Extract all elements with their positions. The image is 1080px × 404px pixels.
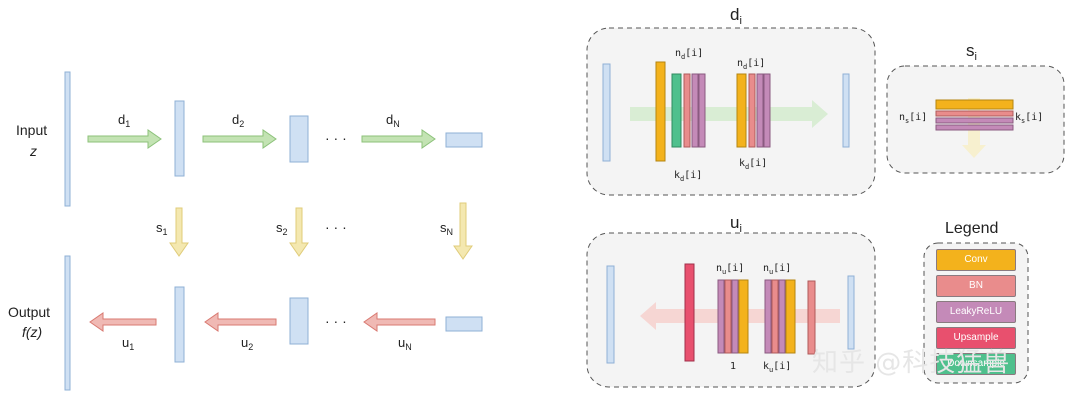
legend-item-conv: Conv	[936, 249, 1016, 271]
up-tensor-1	[174, 286, 185, 363]
legend-title: Legend	[945, 220, 998, 237]
down-tensor-N	[445, 132, 483, 148]
legend-item-upsample: Upsample	[936, 327, 1016, 349]
d-block-bn-2	[748, 73, 756, 148]
u-block-conv-1	[724, 279, 732, 354]
u-block-out-tensor	[606, 265, 615, 364]
d-block-conv-1	[655, 61, 666, 162]
s-block-title: si	[966, 41, 977, 63]
down-tensor-2	[289, 115, 309, 163]
u-block-bn-1	[717, 279, 725, 354]
u-block-upsample	[684, 263, 695, 362]
s-block-conv	[935, 99, 1014, 110]
u-block-conv-1b	[738, 279, 749, 354]
down-tensor-1	[174, 100, 185, 177]
input-label: Input	[16, 122, 47, 138]
s-block-relu	[935, 117, 1014, 124]
input-var: z	[29, 143, 37, 159]
u-block-bn-2	[764, 279, 772, 354]
up-tensor-N	[445, 316, 483, 332]
u-arrow-2	[204, 312, 277, 332]
ellipsis-d: · · ·	[325, 130, 347, 146]
u-block-n-label-2: nu[i]	[763, 263, 791, 276]
u-block-bottom-1: 1	[730, 361, 736, 372]
s-block-n-label: ns[i]	[899, 112, 927, 125]
s-arrow-1	[169, 207, 189, 257]
s-label-2: s2	[276, 220, 288, 237]
legend-item-downsample: Downsample	[936, 353, 1016, 375]
d-block-relu-1b	[698, 73, 706, 148]
ellipsis-u: · · ·	[325, 313, 347, 329]
legend-items: Conv BN LeakyReLU Upsample Downsample	[936, 249, 1016, 379]
s-block-bn	[935, 110, 1014, 117]
u-block-relu-2b	[778, 279, 786, 354]
u-label-1: u1	[122, 335, 134, 352]
s-block-k-label: ks[i]	[1015, 112, 1043, 125]
legend-item-leakyrelu: LeakyReLU	[936, 301, 1016, 323]
output-tensor	[64, 255, 71, 391]
s-block-relu-b	[935, 124, 1014, 131]
d-block-out-tensor	[842, 73, 850, 148]
u-block-n-label-1: nu[i]	[716, 263, 744, 276]
d-label-2: d2	[232, 112, 244, 129]
d-block-conv-2	[736, 73, 747, 148]
u-block-title: ui	[730, 213, 742, 235]
d-block-k-label-2: kd[i]	[739, 158, 767, 171]
d-block-n-label-2: nd[i]	[737, 58, 765, 71]
u-block-relu-1	[731, 279, 739, 354]
u-block-in-tensor	[847, 275, 855, 350]
u-block-conv-2	[785, 279, 796, 354]
u-label-N: uN	[398, 335, 412, 352]
u-label-2: u2	[241, 335, 253, 352]
u-arrow-1	[89, 312, 157, 332]
d-block-in-tensor	[602, 63, 611, 162]
d-block-n-label-1: nd[i]	[675, 48, 703, 61]
s-label-1: s1	[156, 220, 168, 237]
u-block-k-label: ku[i]	[763, 361, 791, 374]
u-block-relu-2	[771, 279, 779, 354]
u-arrow-N	[363, 312, 436, 332]
d-arrow-1	[87, 129, 162, 149]
s-arrow-N	[453, 202, 473, 260]
d-arrow-N	[361, 129, 436, 149]
d-block-relu-2	[756, 73, 764, 148]
d-label-1: d1	[118, 112, 130, 129]
d-arrow-2	[202, 129, 277, 149]
s-label-N: sN	[440, 220, 453, 237]
output-var: f(z)	[22, 324, 42, 340]
s-arrow-2	[289, 207, 309, 257]
d-block-relu-1	[691, 73, 699, 148]
d-block-k-label-1: kd[i]	[674, 170, 702, 183]
watermark: 知乎 @科技猛兽	[812, 348, 1011, 378]
output-label: Output	[8, 304, 50, 320]
d-block-relu-2b	[763, 73, 771, 148]
up-tensor-2	[289, 297, 309, 345]
d-block-down	[671, 73, 682, 148]
legend-item-bn: BN	[936, 275, 1016, 297]
ellipsis-s: · · ·	[325, 219, 347, 235]
input-tensor	[64, 71, 71, 207]
d-block-title: di	[730, 5, 742, 27]
d-block-bn-1	[683, 73, 691, 148]
u-block-bn-3	[807, 280, 816, 355]
d-label-N: dN	[386, 112, 400, 129]
